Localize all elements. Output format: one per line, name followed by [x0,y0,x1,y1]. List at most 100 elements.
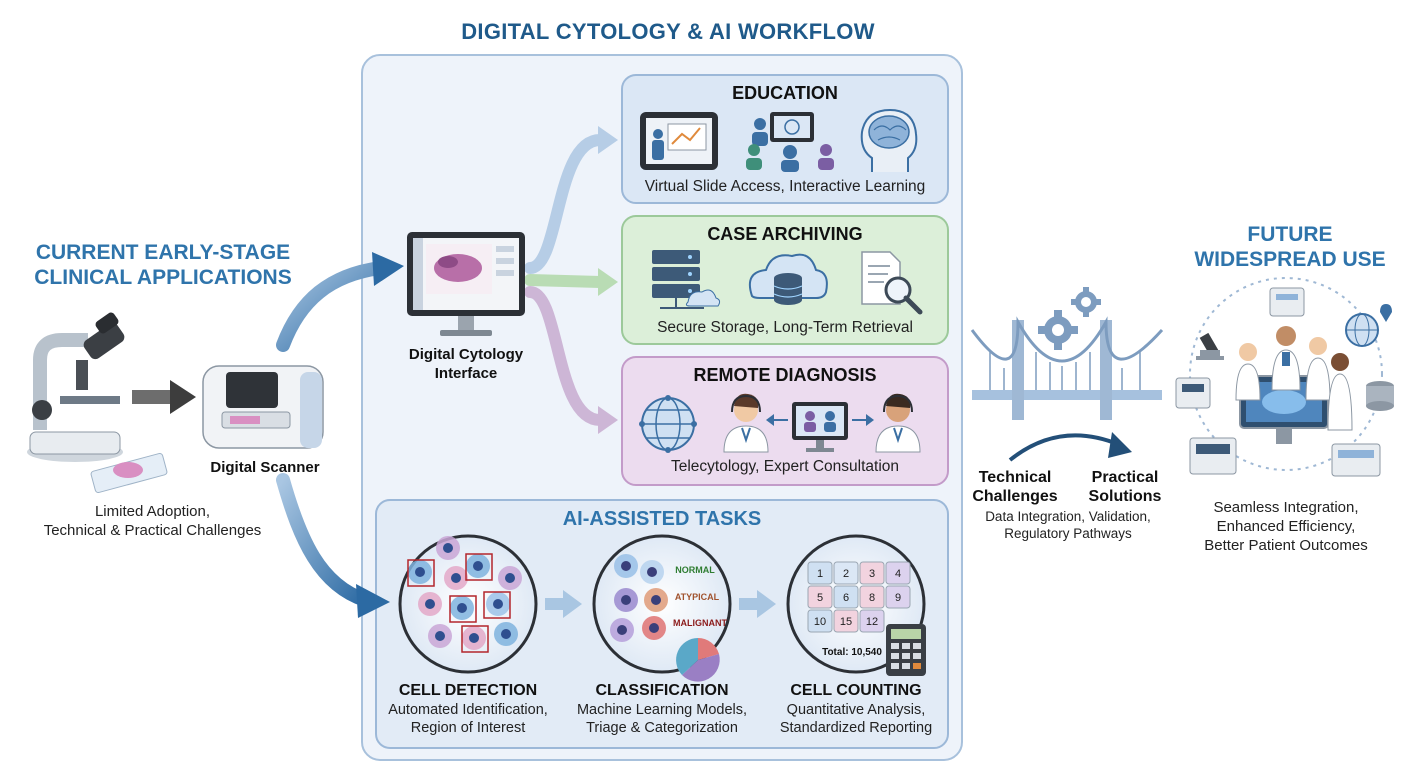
doctor-headset-icon-right [875,393,921,453]
count-cell [885,585,911,609]
cell-counting-title: CELL COUNTING [790,682,922,699]
archiving-subtitle: Secure Storage, Long-Term Retrieval [657,319,913,336]
count-number: 6 [843,592,849,604]
current-note-line1: Limited Adoption, [94,503,211,520]
cell-nucleus [621,561,631,571]
doctor-headset-icon-left [723,393,769,453]
count-number: 4 [895,568,901,580]
cell-nucleus [473,561,483,571]
cell-nucleus [505,573,515,583]
detected-cells [407,536,522,653]
digital-cytology-interface-icon [407,232,525,336]
class-label-malignant: MALIGNANT [673,618,727,628]
cell-nucleus [501,629,511,639]
detection-box [465,553,493,581]
bridge-icon [970,316,1164,420]
count-cell [833,585,859,609]
count-total: Total: 10,540 [822,647,882,658]
count-number: 5 [817,592,823,604]
cell-counting-sub1: Quantitative Analysis, [786,702,926,718]
education-title: EDUCATION [732,83,838,103]
cell-nucleus [651,595,661,605]
class-label-normal: NORMAL [675,565,715,575]
class-label-atypical: ATYPICAL [674,592,720,602]
detection-box [461,625,489,653]
digital-scanner-label: Digital Scanner [210,459,320,476]
globe-network-icon [639,395,697,453]
video-call-icon [766,402,874,452]
glass-slide-icon [90,452,168,494]
future-title-line1: FUTURE [1247,223,1333,246]
count-cell [807,561,833,585]
count-number: 10 [814,616,826,628]
future-ring [1189,277,1383,471]
document-search-icon [861,251,923,315]
scanner-to-ai-arrow [276,473,372,607]
bridge-note-line2: Regulatory Pathways [1004,526,1132,541]
current-applications-title-line2: CLINICAL APPLICATIONS [34,266,292,289]
cell-counting-subtitle: Quantitative Analysis, Standardized Repo… [766,701,946,737]
interface-label-line1: Digital Cytology [408,346,524,363]
clinician-team-icon [1235,326,1353,431]
classification-sub1: Machine Learning Models, [576,702,748,718]
cell-nucleus [435,631,445,641]
presentation-tablet-icon [640,112,718,170]
digital-scanner-icon [202,365,324,449]
current-note-line2: Technical & Practical Challenges [43,522,262,539]
remote-title: REMOTE DIAGNOSIS [693,365,877,385]
technical-challenges-line2: Challenges [972,488,1058,505]
cell-nucleus [621,595,631,605]
future-note-line2: Enhanced Efficiency, [1216,518,1356,535]
count-number: 1 [817,568,823,580]
cell-nucleus [451,573,461,583]
cell-nucleus [647,567,657,577]
classification-sub2: Triage & Categorization [586,720,738,736]
current-applications-title: CURRENT EARLY-STAGE CLINICAL APPLICATION… [18,240,308,290]
count-cell [859,609,885,633]
future-title-line2: WIDESPREAD USE [1194,248,1386,271]
current-applications-title-line1: CURRENT EARLY-STAGE [35,241,291,264]
technical-challenges-label: Technical Challenges [965,468,1065,506]
detection-box [483,591,511,619]
cell-nucleus [425,599,435,609]
gears-icon [1038,287,1101,350]
branch-arrows [524,134,606,426]
calculator-icon [886,624,926,676]
scanner-to-interface-arrow [276,261,387,352]
remote-subtitle: Telecytology, Expert Consultation [670,458,900,475]
cell-nucleus [493,599,503,609]
group-learning-icon [746,112,834,172]
count-number: 12 [866,616,878,628]
diagram-title: DIGITAL CYTOLOGY & AI WORKFLOW [461,19,875,44]
ai-tasks-title: AI-ASSISTED TASKS [562,508,762,530]
count-cell [885,561,911,585]
count-number: 15 [840,616,852,628]
challenges-to-solutions-arrow [1008,433,1121,462]
count-cell [833,609,859,633]
bridge-note-line1: Data Integration, Validation, [985,509,1151,524]
education-subtitle: Virtual Slide Access, Interactive Learni… [644,178,926,195]
detection-box [407,559,435,587]
cell-nucleus [617,625,627,635]
cell-nucleus [415,567,425,577]
count-cell [833,561,859,585]
count-cell [807,609,833,633]
cell-detection-title: CELL DETECTION [398,682,538,699]
bridge-note: Data Integration, Validation, Regulatory… [968,508,1168,542]
microscope-to-scanner-arrow [132,380,196,414]
future-note-line3: Better Patient Outcomes [1204,537,1368,554]
count-cell [859,585,885,609]
future-note-line1: Seamless Integration, [1213,499,1359,516]
cloud-database-icon [748,253,828,305]
cell-nucleus [649,623,659,633]
count-number: 9 [895,592,901,604]
cell-nucleus [443,543,453,553]
classification-title: CLASSIFICATION [595,682,729,699]
classified-cells [610,554,668,642]
brain-head-icon [860,108,918,172]
practical-solutions-line2: Solutions [1088,488,1162,505]
interface-label: Digital Cytology Interface [396,345,536,383]
